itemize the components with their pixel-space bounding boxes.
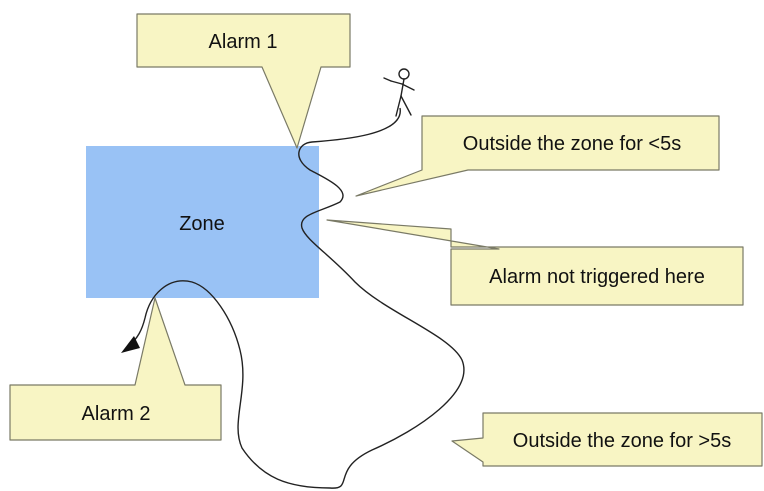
callout-outside-short: Outside the zone for <5s — [355, 115, 720, 197]
zone-label: Zone — [179, 213, 225, 235]
callout-not-triggered: Alarm not triggered here — [326, 219, 744, 306]
person-trajectory — [127, 107, 465, 489]
callout-outside-short-text: Outside the zone for <5s — [463, 133, 681, 155]
walking-person-icon — [383, 68, 415, 117]
callout-not-triggered-text: Alarm not triggered here — [489, 266, 705, 288]
zone-area — [86, 146, 319, 298]
trajectory-arrowhead — [121, 336, 140, 353]
callout-alarm-1-text: Alarm 1 — [209, 31, 278, 53]
callout-alarm-2-text: Alarm 2 — [82, 403, 151, 425]
callout-alarm-1: Alarm 1 — [136, 13, 351, 149]
callout-outside-long: Outside the zone for >5s — [451, 412, 763, 467]
callout-outside-long-text: Outside the zone for >5s — [513, 430, 731, 452]
callout-alarm-2: Alarm 2 — [9, 297, 222, 441]
